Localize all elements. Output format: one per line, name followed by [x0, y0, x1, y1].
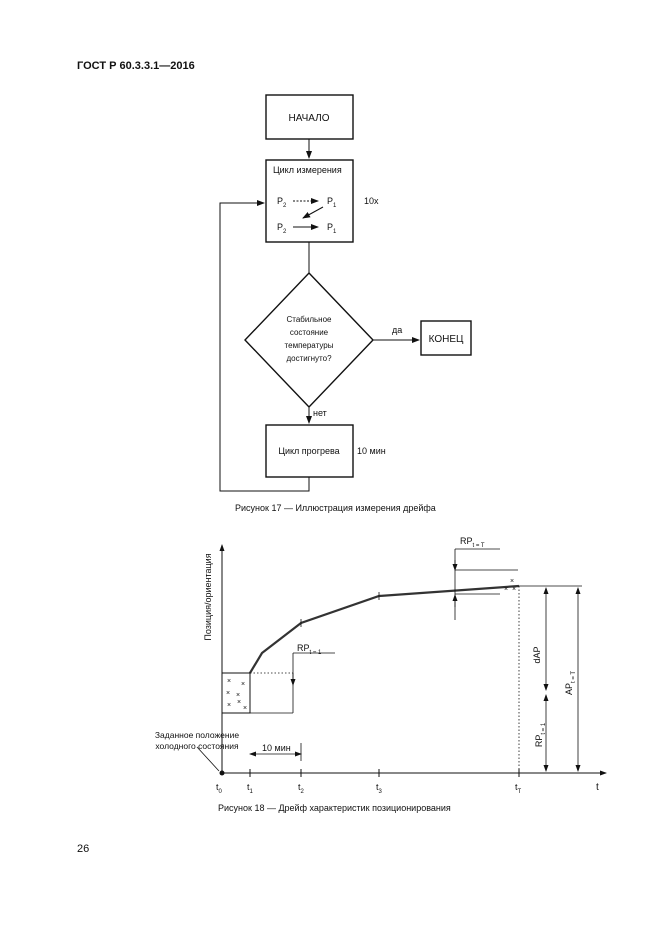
y-axis-label: Позиция/ориентация: [203, 553, 213, 640]
figure-18-caption: Рисунок 18 — Дрейф характеристик позицио…: [218, 803, 451, 813]
end-box: [420, 320, 472, 356]
end-label: КОНЕЦ: [429, 334, 464, 345]
ten-min-label: 10 мин: [262, 743, 291, 753]
tick-label-t3: t3: [376, 782, 383, 795]
diagonal-arrow-p1-p2: [302, 206, 324, 219]
svg-text:×: ×: [243, 705, 247, 712]
tick-label-t2: t2: [298, 782, 305, 795]
drift-curve: [249, 584, 520, 674]
ap-tT-label: APt = T: [564, 671, 577, 695]
decision-diamond: [244, 271, 374, 409]
p2-top: P2: [277, 196, 287, 209]
measure-title: Цикл измерения: [273, 165, 342, 175]
start-label: НАЧАЛО: [288, 113, 329, 124]
initial-scatter-points: ×× ×× ×× ×: [226, 678, 247, 712]
figure-17-flowchart: НАЧАЛО Цикл измерения P2 P1 P2 P1 10x Ст…: [219, 94, 472, 492]
rp-t1-label: RPt = 1: [297, 643, 322, 656]
yes-label: да: [392, 325, 402, 335]
svg-text:×: ×: [226, 690, 230, 697]
cold-label-line-2: холодного состояния: [155, 741, 239, 751]
svg-text:×: ×: [237, 699, 241, 706]
tick-label-t1: t1: [247, 782, 254, 795]
p2-bottom: P2: [277, 222, 287, 235]
svg-text:×: ×: [241, 681, 245, 688]
svg-text:×: ×: [512, 586, 516, 593]
svg-text:×: ×: [227, 702, 231, 709]
cold-callout-line: [196, 746, 220, 772]
no-label: нет: [313, 408, 327, 418]
rp-right-label: RPt = 1: [534, 722, 547, 747]
svg-text:×: ×: [236, 692, 240, 699]
cold-label-line-1: Заданное положение: [155, 730, 239, 740]
rp-tT-label: RPt = T: [460, 536, 485, 549]
svg-text:×: ×: [510, 578, 514, 585]
x-axis-label: t: [596, 782, 599, 793]
warmup-time: 10 мин: [357, 446, 386, 456]
repeat-count: 10x: [364, 196, 379, 206]
tick-label-tT: tT: [515, 782, 522, 795]
loop-back-arrow: [219, 200, 310, 492]
dap-label: dAP: [532, 646, 542, 663]
p1-top: P1: [327, 196, 337, 209]
svg-text:×: ×: [504, 586, 508, 593]
final-scatter-points: ×××: [504, 578, 516, 593]
warmup-label: Цикл прогрева: [278, 446, 339, 456]
decision-line-3: температуры: [285, 341, 334, 350]
page-number: 26: [77, 843, 90, 855]
figure-17-caption: Рисунок 17 — Иллюстрация измерения дрейф…: [235, 503, 436, 513]
svg-text:×: ×: [227, 678, 231, 685]
figure-18-drift-diagram: ×× ×× ×× × ××× RPt = 1 RPt = T dAP RPt =…: [155, 536, 607, 795]
document-header: ГОСТ Р 60.3.3.1—2016: [77, 60, 195, 72]
tick-label-t0: t0: [216, 782, 223, 795]
p1-bottom: P1: [327, 222, 337, 235]
decision-line-4: достигнуто?: [286, 354, 332, 363]
decision-line-1: Стабильное: [286, 315, 332, 324]
initial-scatter-box: [221, 672, 251, 714]
decision-line-2: состояние: [290, 328, 329, 337]
